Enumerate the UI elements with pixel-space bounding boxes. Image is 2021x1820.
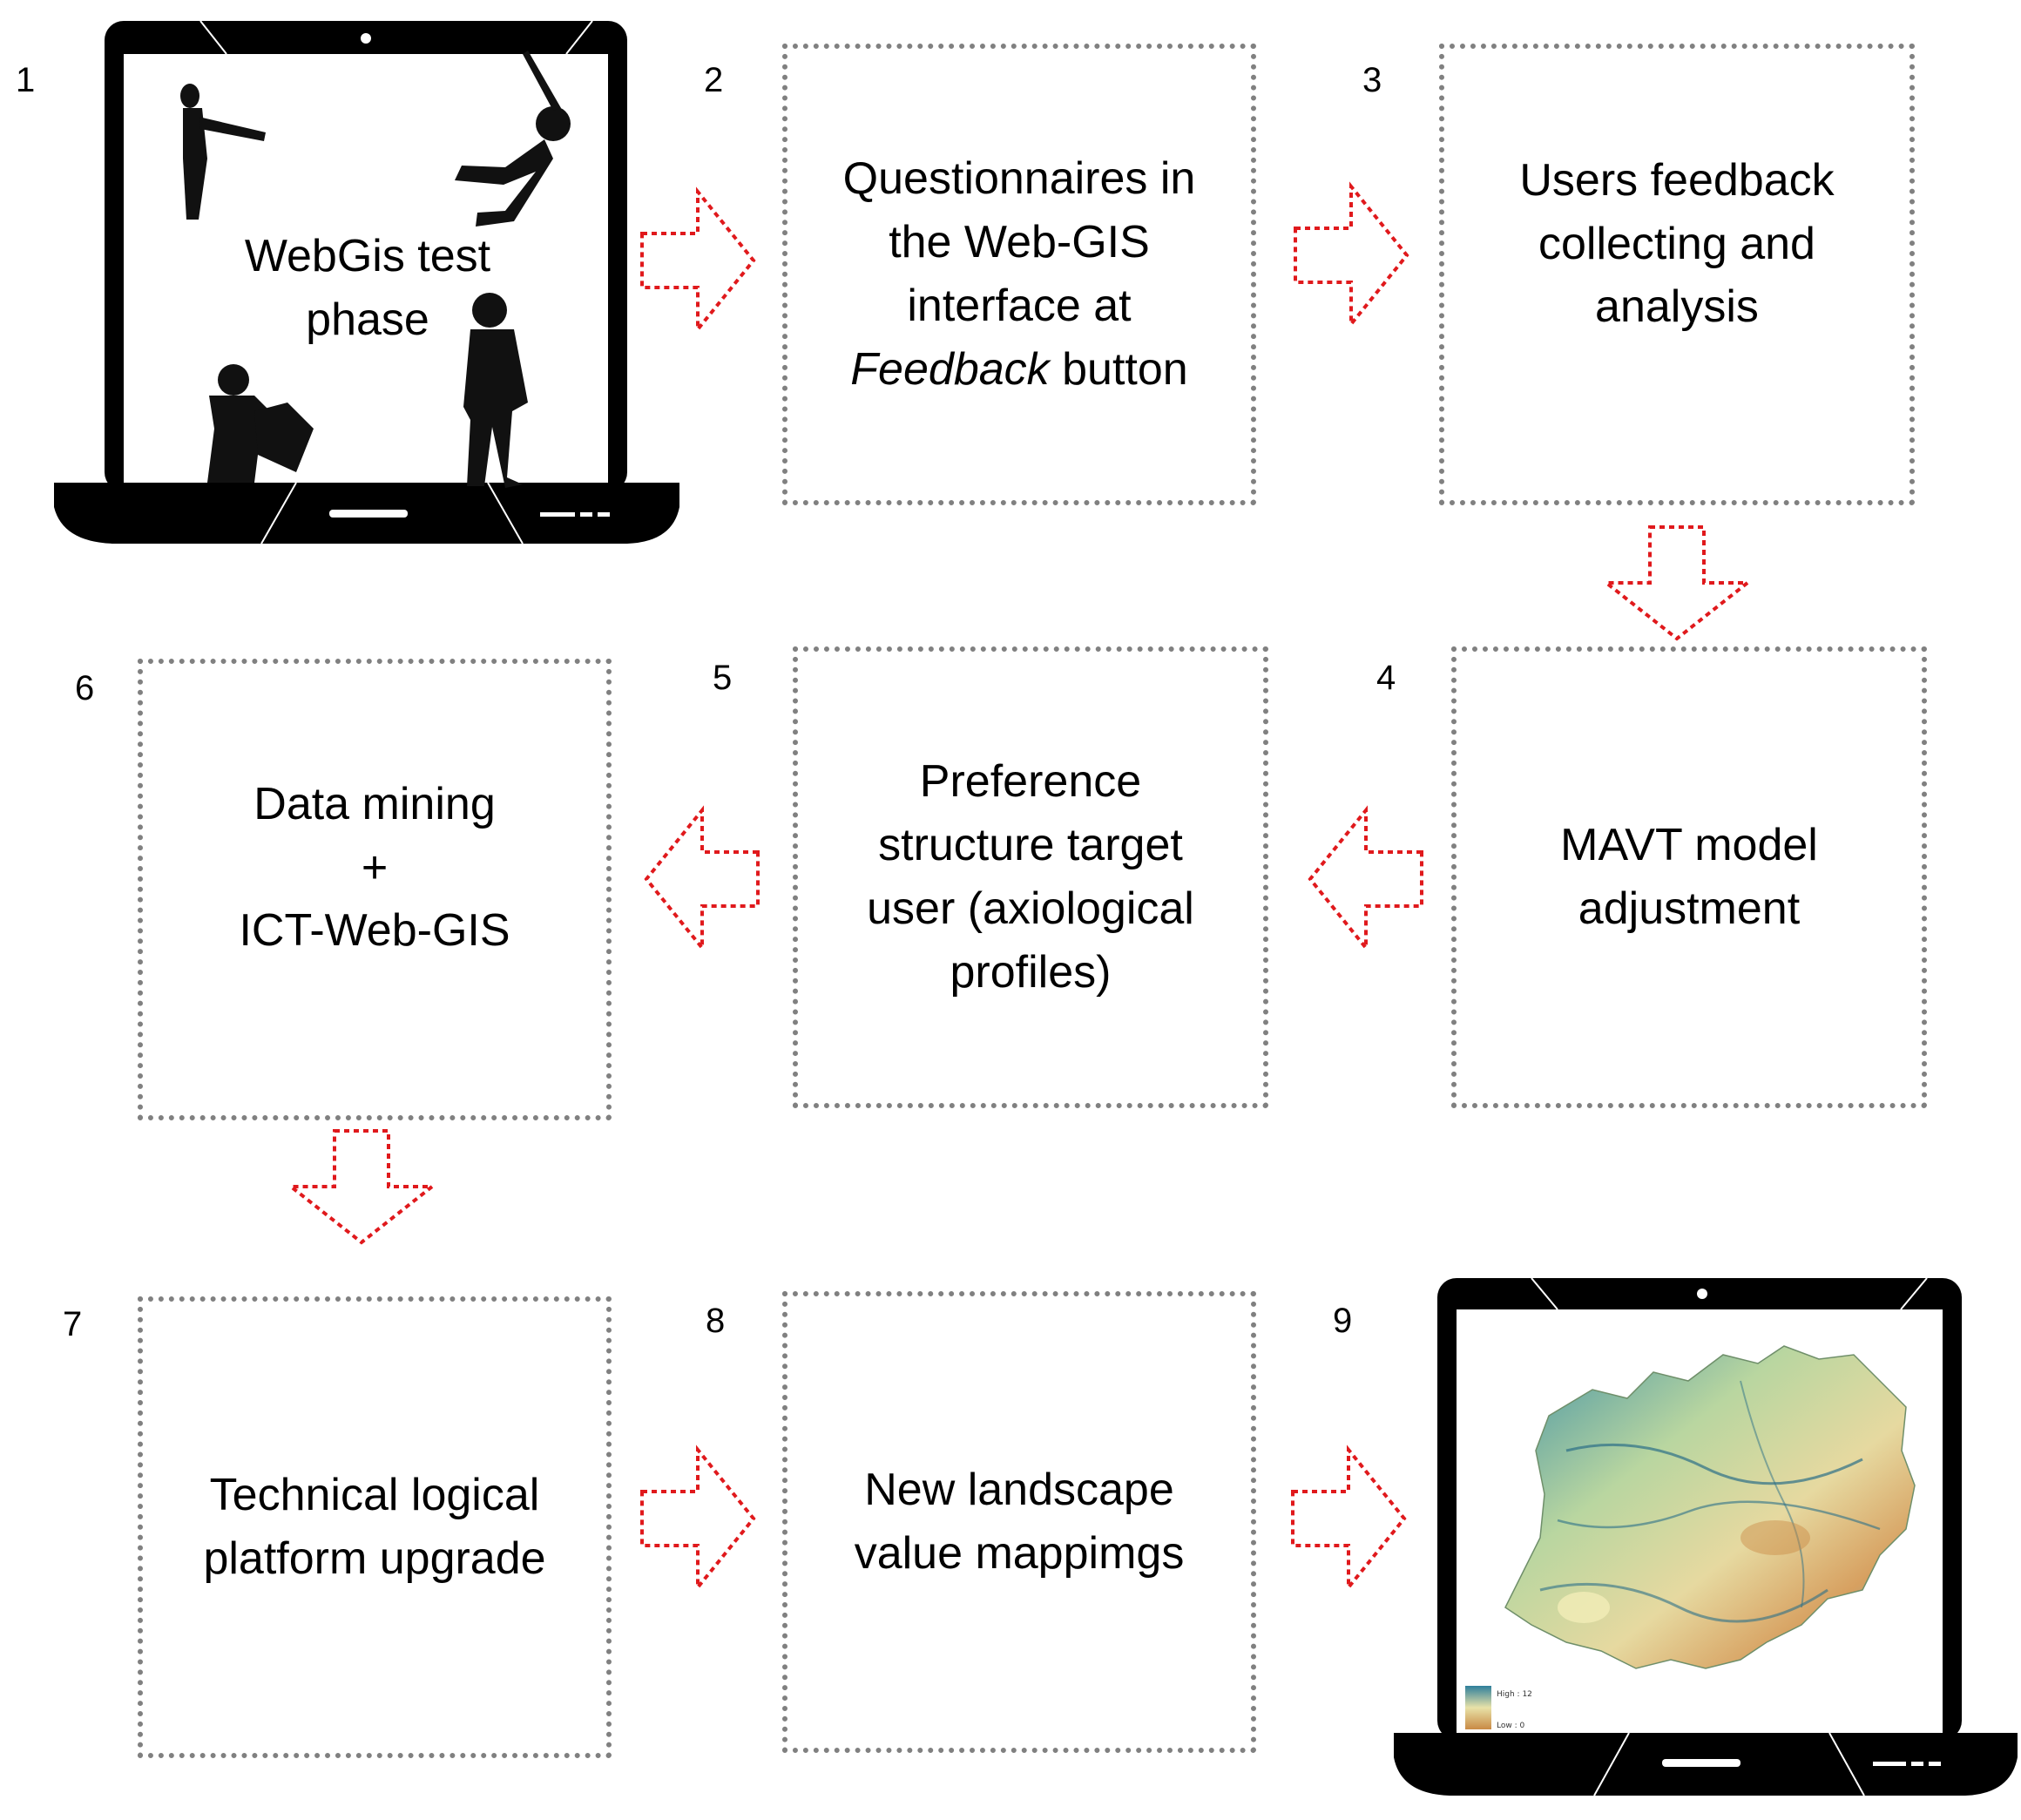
step-6-box: Data mining + ICT-Web-GIS (138, 659, 612, 1120)
arrow-1-to-2 (640, 186, 756, 335)
arrow-4-to-5 (1308, 805, 1423, 953)
arrow-7-to-8 (640, 1444, 756, 1593)
step-9-number: 9 (1333, 1302, 1353, 1340)
arrow-5-to-6 (644, 805, 760, 953)
step-3-label: Users feedback collecting and analysis (1519, 154, 1835, 333)
step-8-number: 8 (706, 1302, 726, 1340)
step-1-label: WebGis test phase (244, 231, 491, 345)
step-8-label: New landscape value mappimgs (854, 1465, 1185, 1579)
step-6-label: Data mining + ICT-Web-GIS (239, 778, 510, 957)
step-3-box: Users feedback collecting and analysis (1439, 44, 1915, 505)
step-4-number: 4 (1376, 659, 1396, 697)
step-7-label: Technical logical platform upgrade (203, 1470, 546, 1584)
step-5-label: Preference structure target user (axiolo… (867, 756, 1194, 998)
step-4-label: MAVT model adjustment (1560, 820, 1818, 934)
step-7-number: 7 (63, 1305, 83, 1343)
step-5-number: 5 (713, 659, 733, 697)
laptop-icon (54, 20, 679, 545)
laptop-icon: High : 12 Low : 0 (1394, 1277, 2018, 1796)
step-2-number: 2 (704, 61, 724, 99)
step-3-number: 3 (1362, 61, 1382, 99)
arrow-2-to-3 (1294, 181, 1409, 329)
arrow-3-to-4 (1601, 525, 1753, 641)
arrow-8-to-9 (1291, 1444, 1407, 1593)
feedback-button-name: Feedback (850, 343, 1050, 395)
step-2-label: Questionnaires in the Web-GIS interface … (842, 153, 1196, 395)
landscape-value-map: High : 12 Low : 0 (1465, 1345, 1916, 1730)
step-8-box: New landscape value mappimgs (782, 1291, 1256, 1753)
map-legend-high: High : 12 (1497, 1690, 1532, 1699)
step-2-box: Questionnaires in the Web-GIS interface … (782, 44, 1256, 505)
step-7-box: Technical logical platform upgrade (138, 1296, 612, 1758)
step-4-box: MAVT model adjustment (1451, 646, 1927, 1108)
person-silhouette-icon (180, 51, 571, 488)
map-legend-low: Low : 0 (1497, 1722, 1524, 1730)
step-5-box: Preference structure target user (axiolo… (793, 646, 1268, 1108)
step-1-number: 1 (16, 61, 36, 99)
step-6-number: 6 (75, 669, 95, 707)
arrow-6-to-7 (286, 1129, 437, 1245)
